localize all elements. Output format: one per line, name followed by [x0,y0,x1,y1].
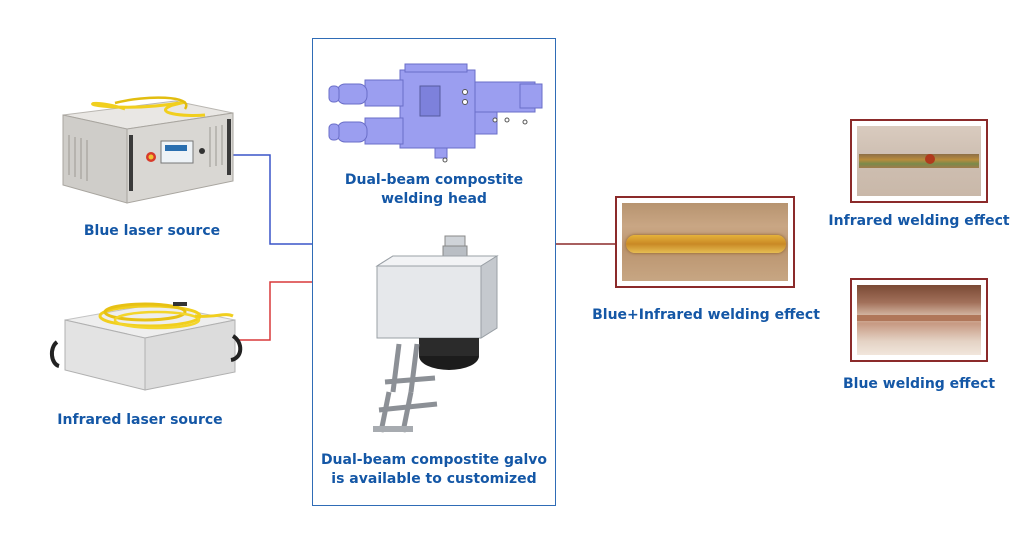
infrared-effect-frame [850,119,988,203]
infrared-effect-photo [857,126,981,196]
center-equipment-panel [312,38,556,506]
welding-head-image [325,62,550,167]
galvo-label-line1: Dual-beam compostite galvo [320,452,548,468]
combined-effect-label: Blue+Infrared welding effect [592,307,820,323]
galvo-label: Dual-beam compostite galvo is available … [312,451,556,489]
welding-head-label-line2: welding head [381,191,487,207]
combined-weld-seam [626,235,786,253]
blue-weld-seam [857,315,981,321]
galvo-image [355,232,515,442]
blue-laser-source-image [55,95,240,215]
infrared-laser-source-label: Infrared laser source [57,412,223,428]
blue-laser-source-label: Blue laser source [83,223,221,239]
welding-head-label-line1: Dual-beam compostite [344,172,524,188]
infrared-laser-source-image [45,290,245,400]
combined-effect-frame [615,196,795,288]
infrared-spatter [925,154,935,164]
combined-effect-photo [622,203,788,281]
blue-source-connector [233,154,312,245]
infrared-weld-seam [859,154,979,168]
welding-head-label: Dual-beam compostite welding head [312,171,556,209]
blue-effect-label: Blue welding effect [842,376,996,392]
blue-effect-photo [857,285,981,355]
infrared-effect-label: Infrared welding effect [828,213,1010,229]
infrared-source-connector [237,281,312,341]
blue-effect-frame [850,278,988,362]
galvo-label-line2: is available to customized [331,471,537,487]
